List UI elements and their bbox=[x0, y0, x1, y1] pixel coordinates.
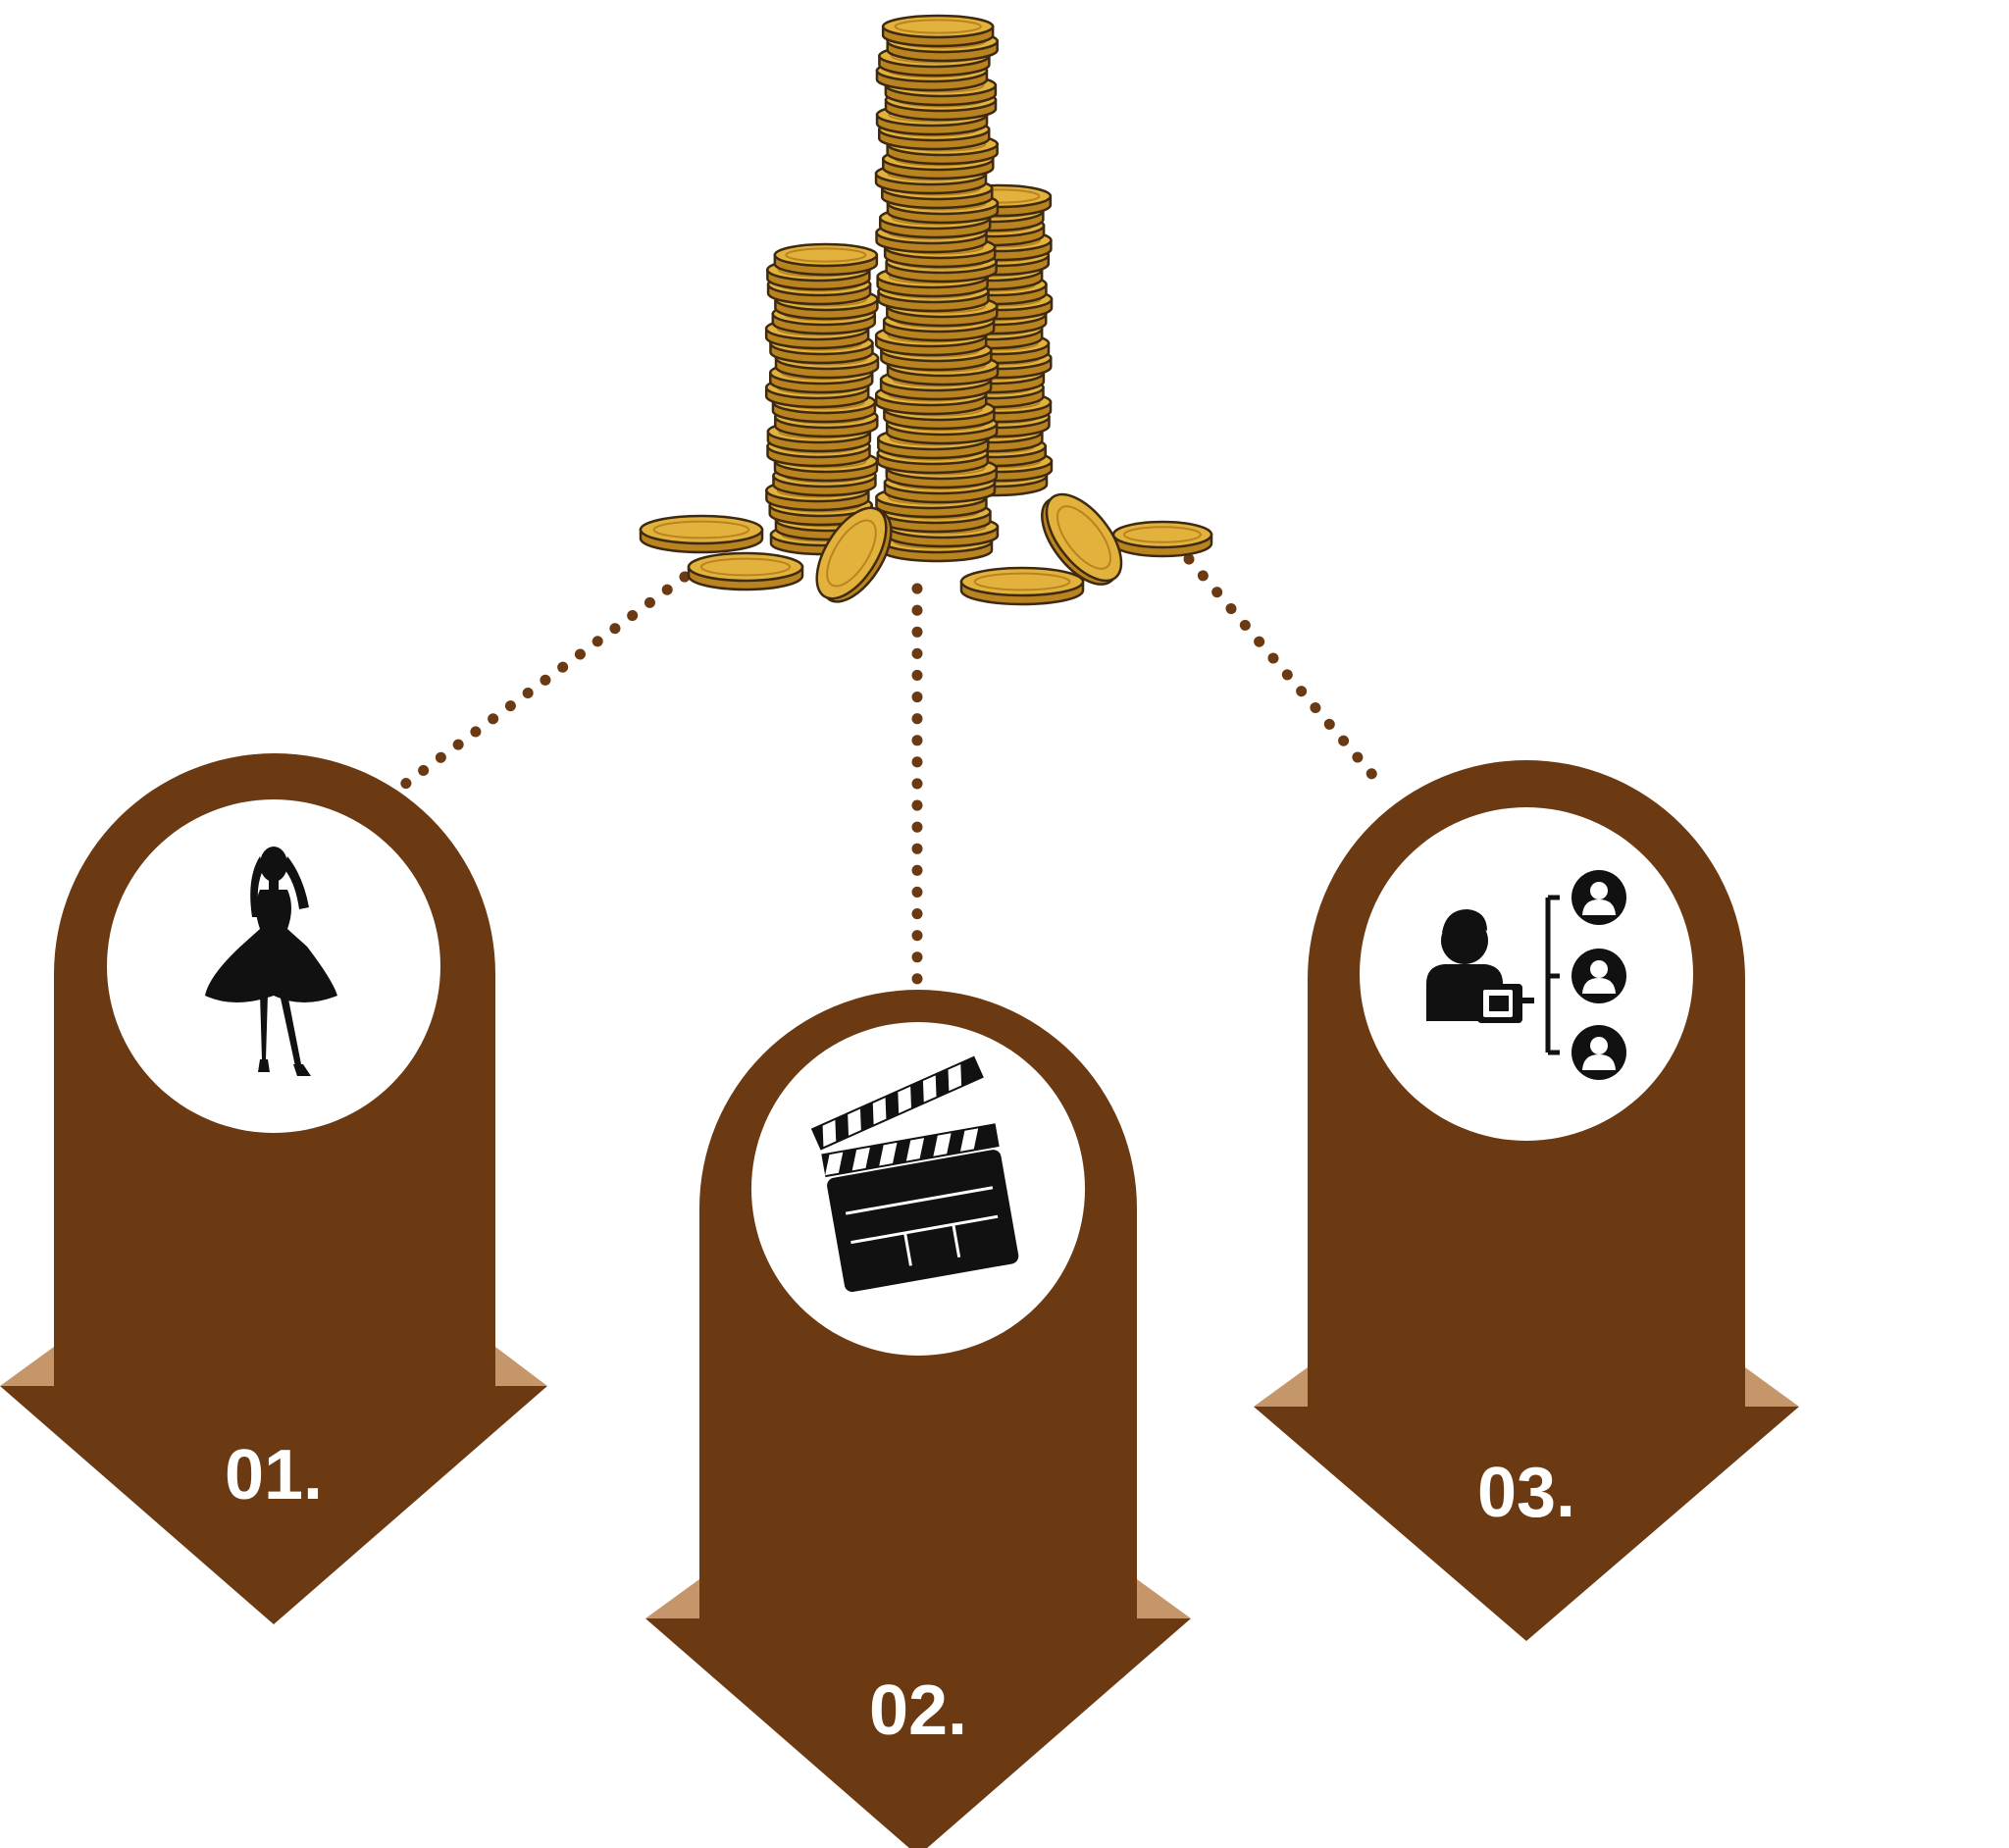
coin-tilted bbox=[1041, 492, 1123, 586]
step-03: 03. bbox=[1254, 760, 1799, 1641]
step-01-number: 01. bbox=[225, 1436, 323, 1514]
coin bbox=[1111, 520, 1213, 558]
audience-person-icon bbox=[1571, 1025, 1626, 1080]
coin bbox=[773, 242, 879, 277]
coin bbox=[881, 14, 995, 48]
coin bbox=[959, 566, 1085, 606]
connector-lines bbox=[398, 553, 1391, 991]
step-02-number: 02. bbox=[869, 1671, 967, 1750]
step-02: 02. bbox=[645, 990, 1191, 1848]
coin-stack-icon bbox=[639, 14, 1213, 606]
connector-line-01 bbox=[398, 571, 691, 791]
connector-line-03 bbox=[1183, 553, 1391, 796]
presenter-audience-icon bbox=[1426, 870, 1626, 1080]
step-03-number: 03. bbox=[1477, 1454, 1575, 1532]
clapperboard-icon bbox=[810, 1055, 1019, 1293]
audience-person-icon bbox=[1571, 870, 1626, 925]
coin bbox=[687, 551, 804, 591]
woman-dress-icon bbox=[205, 847, 337, 1076]
coin-tilted bbox=[815, 506, 893, 603]
audience-person-icon bbox=[1571, 949, 1626, 1003]
coin bbox=[639, 514, 764, 554]
step-01: 01. bbox=[0, 753, 547, 1624]
step-03-icon-circle bbox=[1360, 807, 1693, 1141]
